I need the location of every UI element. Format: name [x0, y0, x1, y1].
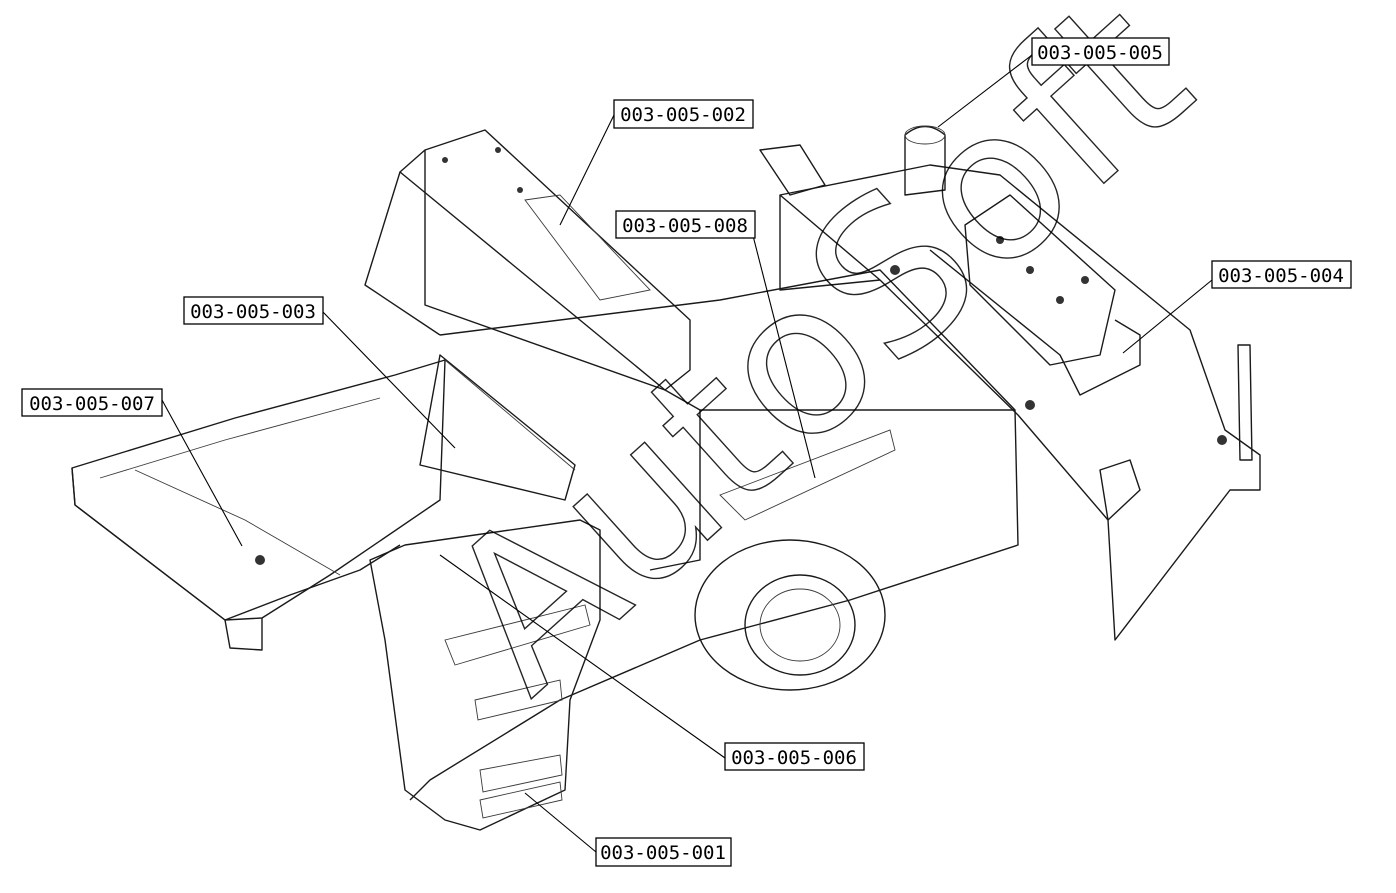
leader-003-005-003	[321, 310, 456, 449]
part-number: 003-005-002	[620, 104, 746, 126]
machine-frame-drawing	[71, 125, 1261, 831]
part-label-003-005-002[interactable]: 003-005-002	[613, 99, 754, 129]
part-label-003-005-001[interactable]: 003-005-001	[595, 837, 732, 867]
watermark-text: AutoSoft	[400, 0, 1234, 737]
leader-003-005-004	[1122, 279, 1213, 354]
part-label-003-005-003[interactable]: 003-005-003	[183, 296, 324, 325]
part-label-003-005-007[interactable]: 003-005-007	[21, 388, 163, 417]
part-number: 003-005-001	[600, 842, 726, 864]
part-number: 003-005-008	[622, 215, 748, 237]
part-number: 003-005-006	[731, 747, 857, 769]
leader-003-005-007	[161, 399, 243, 547]
leader-lines	[161, 54, 1213, 853]
leader-003-005-005	[937, 54, 1033, 128]
part-number: 003-005-005	[1037, 42, 1163, 64]
part-number: 003-005-003	[190, 301, 316, 323]
part-label-003-005-005[interactable]: 003-005-005	[1031, 37, 1170, 66]
leader-003-005-001	[524, 792, 597, 853]
part-label-003-005-006[interactable]: 003-005-006	[724, 742, 865, 771]
watermark: AutoSoft	[399, 0, 1235, 738]
part-number: 003-005-004	[1218, 265, 1344, 287]
part-label-003-005-004[interactable]: 003-005-004	[1211, 260, 1352, 289]
leader-003-005-002	[559, 114, 615, 226]
part-number: 003-005-007	[29, 393, 155, 415]
leader-003-005-008	[749, 223, 816, 479]
part-label-003-005-008[interactable]: 003-005-008	[615, 210, 756, 239]
leader-003-005-006	[439, 554, 726, 759]
